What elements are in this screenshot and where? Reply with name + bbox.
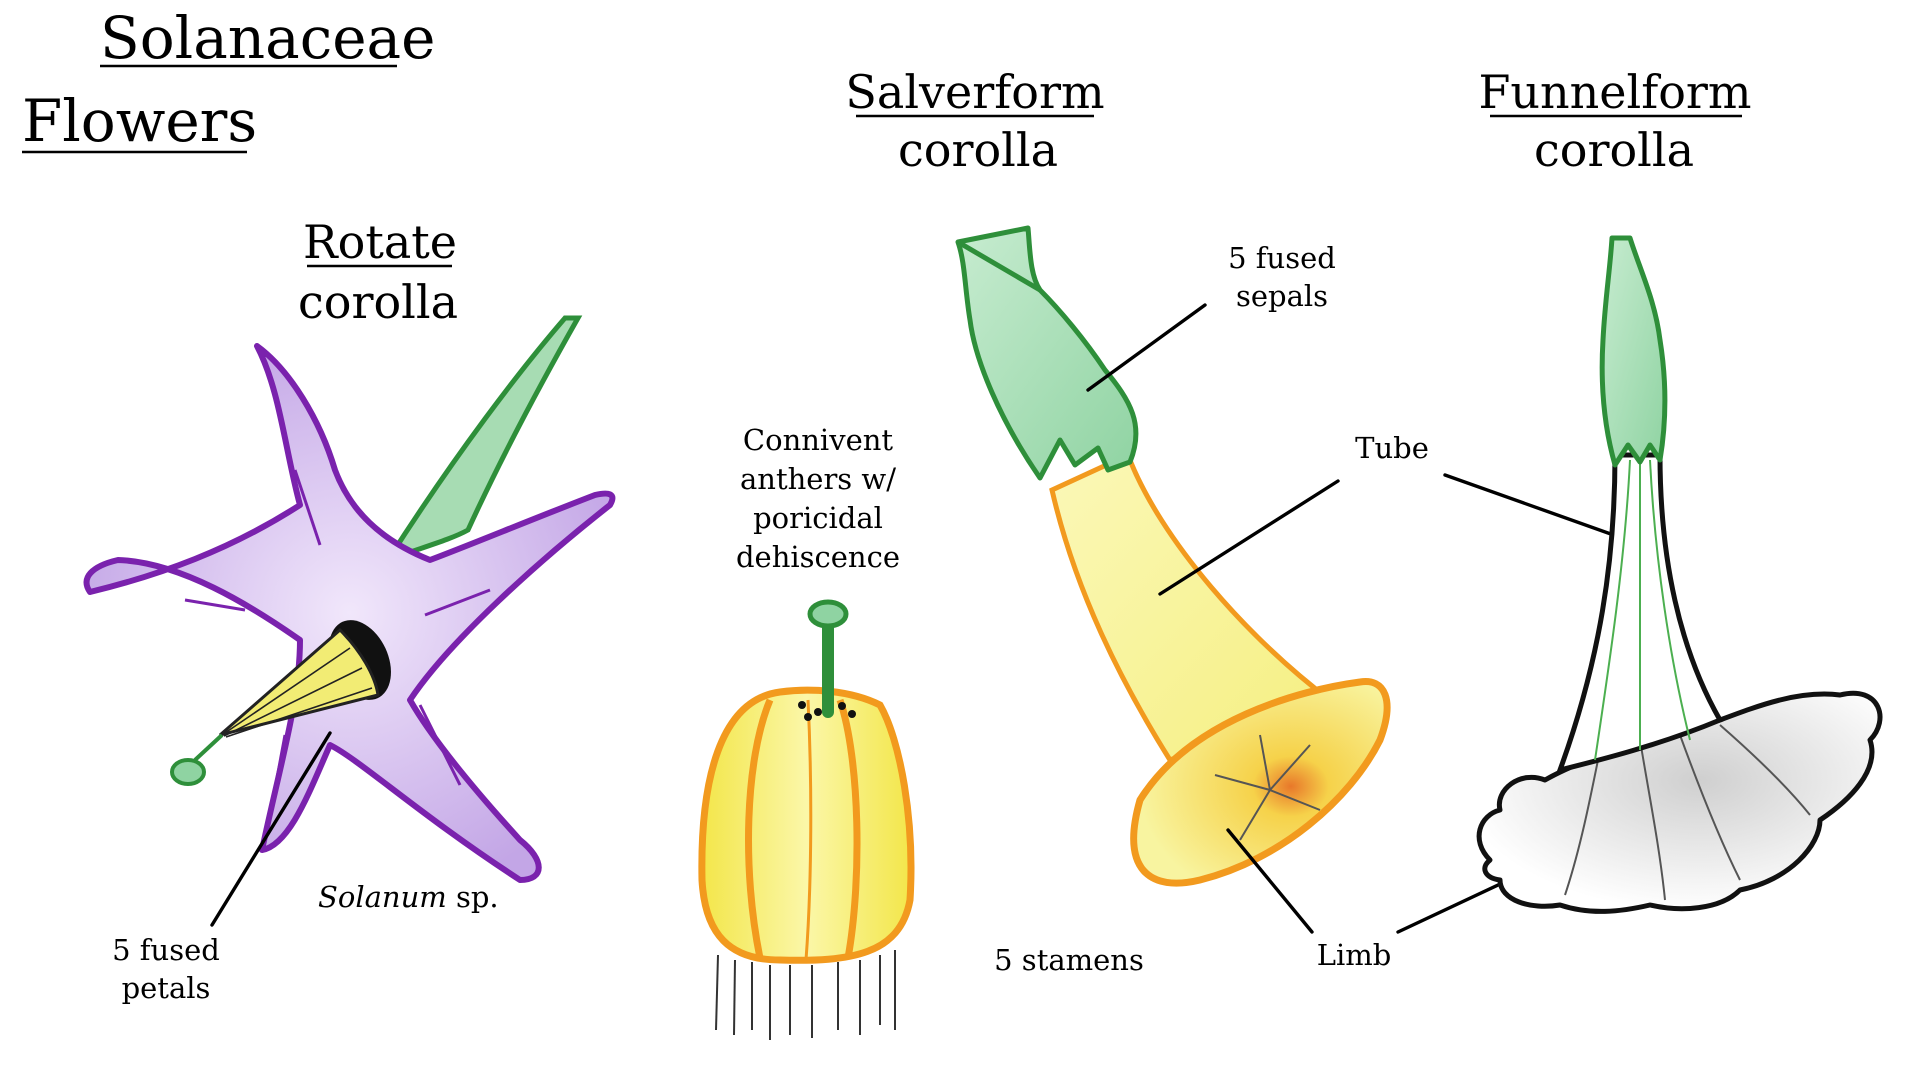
funnelform-illustration <box>1476 235 1883 914</box>
salverform-heading: Salverform corolla <box>845 65 1104 177</box>
funnelform-heading: Funnelform corolla <box>1478 65 1751 177</box>
anther-lobe-line <box>804 699 813 961</box>
title-line1: Solanaceae <box>100 4 435 72</box>
funnel-tube-leader-line <box>1443 473 1624 540</box>
sepals-label-2: sepals <box>1236 279 1328 313</box>
stamens-label: 5 stamens <box>994 943 1144 977</box>
anther-lobe-line <box>745 698 774 959</box>
leaf-shape <box>381 315 583 565</box>
filament-lines <box>715 950 896 1040</box>
anther-cone-lines <box>221 647 373 738</box>
funnel-limb-veins <box>1564 724 1811 901</box>
petal-vein <box>293 469 322 546</box>
anthers-label-1: Connivent <box>743 423 894 457</box>
rotate-name: Rotate <box>303 215 457 269</box>
petals-label-1: 5 fused <box>112 933 220 967</box>
sepals-leader-line <box>1086 303 1207 392</box>
petals-label-2: petals <box>122 971 211 1005</box>
anthers-label-2: anthers w/ <box>740 462 896 496</box>
genus-label: Solanum sp. <box>318 880 499 914</box>
tube-label: Tube <box>1355 431 1429 465</box>
limb-veins <box>1214 734 1321 841</box>
funnel-tube-veins <box>1594 459 1691 761</box>
limb-label: Limb <box>1317 938 1392 972</box>
main-title: Solanaceae Flowers <box>22 4 435 155</box>
anther-body <box>698 686 915 964</box>
anther-illustration <box>698 599 915 1040</box>
funnelform-limb <box>1476 690 1883 914</box>
stigma <box>170 758 206 786</box>
petal-vein <box>418 704 462 786</box>
anthers-label-3: poricidal <box>753 501 883 535</box>
rotate-heading: Rotate corolla <box>298 215 458 329</box>
petal-vein <box>270 734 287 806</box>
style-stalk <box>193 733 224 762</box>
tube-leader-line <box>1158 479 1340 596</box>
anther-lobe-line <box>836 698 861 959</box>
genus-suffix: sp. <box>447 880 499 914</box>
salverform-name: Salverform <box>845 65 1104 119</box>
stigma <box>807 599 849 629</box>
rotate-word: corolla <box>298 275 458 329</box>
petal-vein <box>424 588 491 617</box>
petal-star-shape <box>83 343 616 883</box>
anther-pores <box>798 701 856 721</box>
petals-leader-line <box>210 731 332 927</box>
calyx-edge <box>956 239 1042 293</box>
title-line2: Flowers <box>22 87 257 155</box>
limb-leader-line <box>1226 828 1314 934</box>
funnelform-calyx <box>1599 235 1668 468</box>
sepals-label-1: 5 fused <box>1228 241 1336 275</box>
salverform-word: corolla <box>898 123 1058 177</box>
anthers-label: Connivent anthers w/ poricidal dehiscenc… <box>736 423 900 574</box>
genus-name: Solanum <box>318 880 447 914</box>
petal-vein <box>184 598 246 612</box>
salverform-limb <box>1130 678 1391 887</box>
funnelform-name: Funnelform <box>1478 65 1751 119</box>
anthers-label-4: dehiscence <box>736 540 900 574</box>
salverform-calyx <box>955 225 1139 481</box>
rotate-flower-illustration <box>83 315 616 883</box>
salverform-illustration <box>955 225 1391 887</box>
funnelform-word: corolla <box>1534 123 1694 177</box>
